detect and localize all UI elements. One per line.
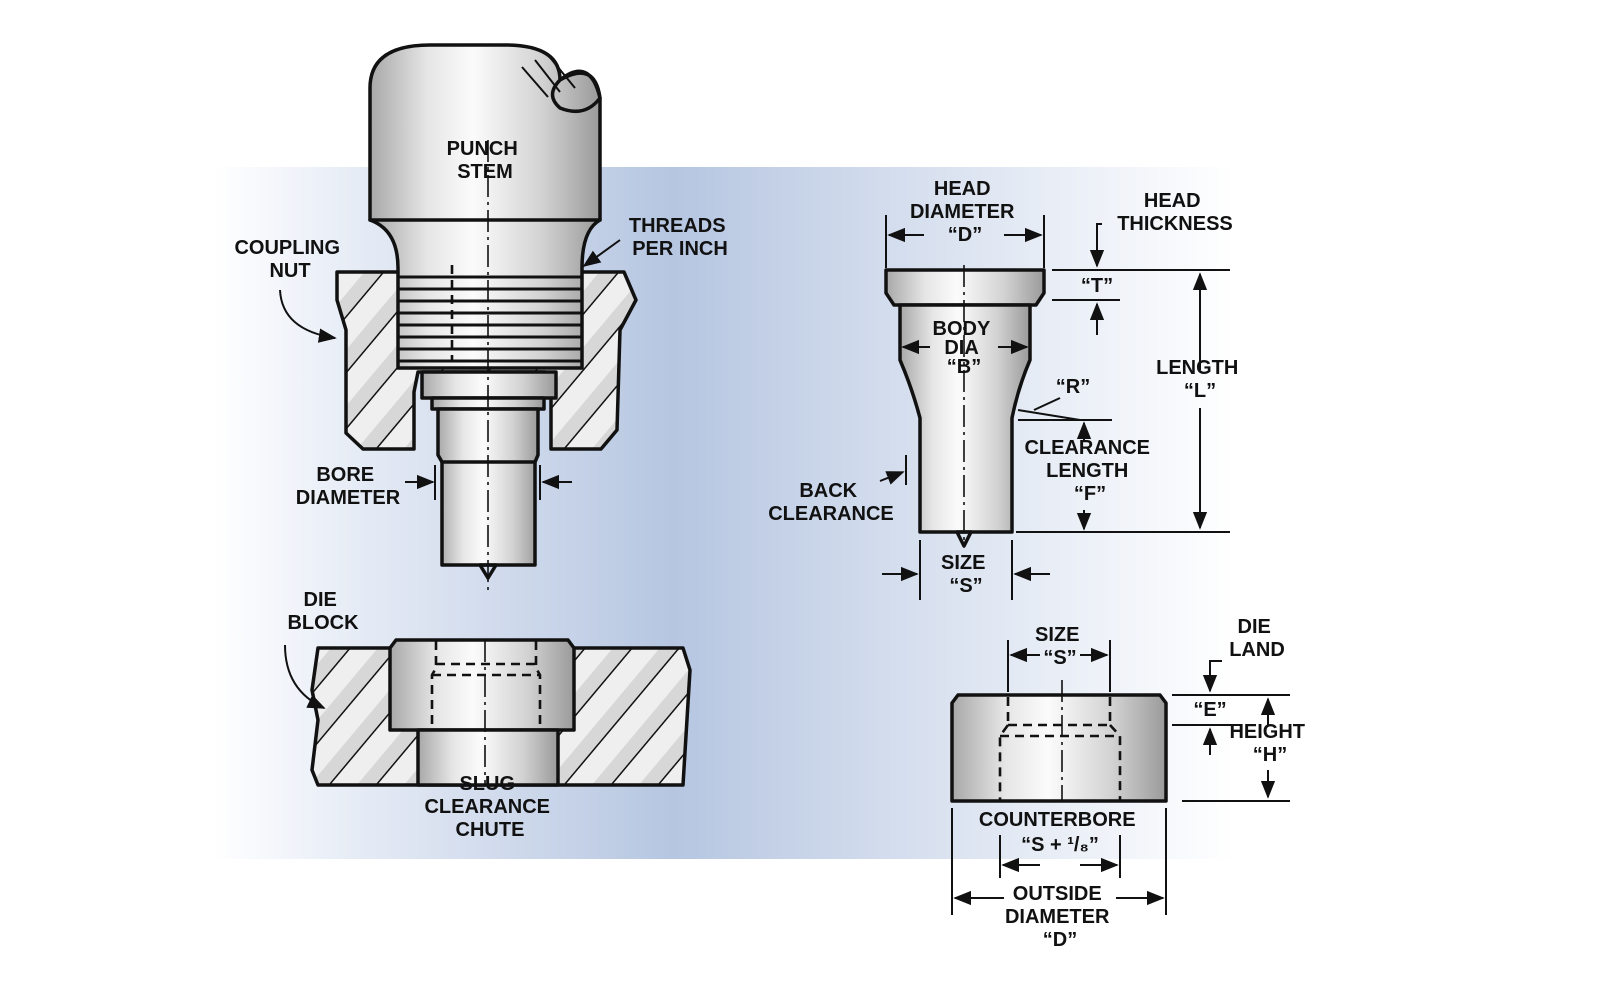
punch-detail-body [898,303,1032,534]
label-die-land: DIE LAND [1229,616,1285,661]
threads [398,275,582,363]
die-detail [950,640,1290,915]
label-head-thickness: HEAD THICKNESS [1117,190,1233,235]
label-length: LENGTH “L” [1156,357,1244,402]
die-block [284,638,692,787]
label-outside-diameter: OUTSIDE DIAMETER “D” [1005,883,1115,951]
die-insert [388,638,576,732]
punch-detail [879,215,1230,600]
label-height: HEIGHT “H” [1229,721,1310,766]
labels: PUNCH STEM THREADS PER INCH COUPLING NUT… [234,138,1310,951]
label-e: “E” [1193,699,1226,721]
punch-detail-head [884,268,1046,307]
punch-body [436,407,540,567]
label-punch-size: SIZE “S” [941,552,991,597]
label-die-block: DIE BLOCK [287,589,359,634]
label-back-clearance: BACK CLEARANCE [768,480,894,525]
label-counterbore: COUNTERBORE “S + ¹/₈” [979,809,1141,856]
label-threads-per-inch: THREADS PER INCH [629,215,731,260]
slug-clearance-chute [416,728,560,787]
punch-stem [368,43,602,370]
label-slug-clearance-chute: SLUG CLEARANCE CHUTE [424,773,555,841]
label-punch-stem: PUNCH STEM [447,138,524,183]
label-coupling-nut: COUPLING NUT [234,237,345,282]
stem-cut-end [550,69,602,114]
label-r: “R” [1056,376,1090,398]
punch-assembly [279,43,638,590]
die-detail-body [950,693,1168,803]
label-clearance-length: CLEARANCE LENGTH “F” [1024,437,1155,505]
label-body-dia: BODY DIA “B” [933,318,996,378]
punch-head [420,370,558,400]
label-die-size: SIZE “S” [1035,624,1085,669]
label-t: “T” [1081,275,1113,297]
label-head-diameter: HEAD DIAMETER “D” [910,178,1020,246]
label-bore-diameter: BORE DIAMETER [296,464,401,509]
